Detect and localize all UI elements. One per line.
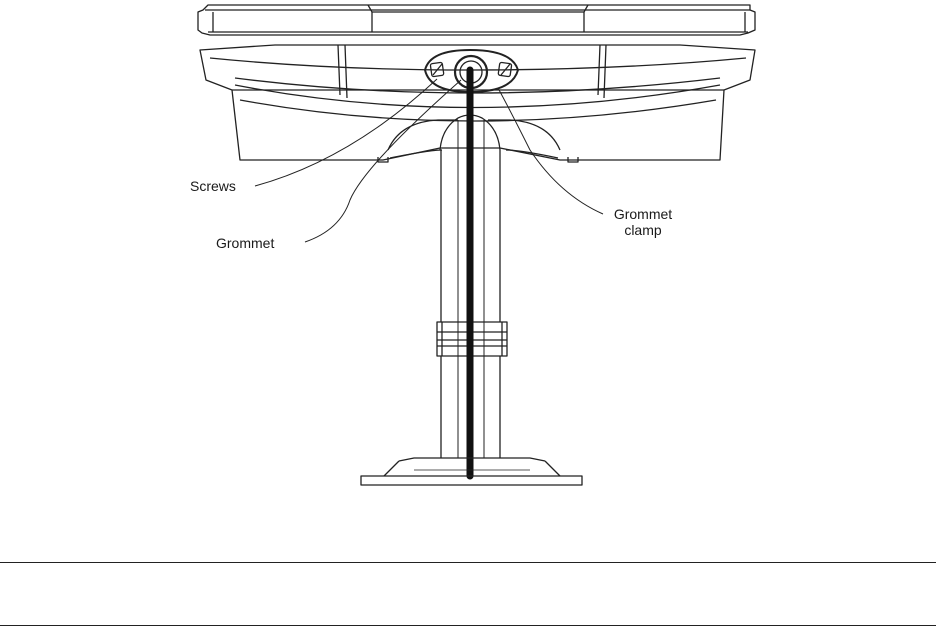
- grommet-clamp-label: Grommet clamp: [607, 206, 679, 238]
- screws-label: Screws: [190, 178, 236, 194]
- divider-top: [0, 562, 936, 563]
- grommet-clamp-label-line1: Grommet: [607, 206, 679, 222]
- divider-bottom: [0, 625, 936, 626]
- screws-leader: [255, 79, 437, 186]
- display-housing: [198, 5, 755, 35]
- grommet-label: Grommet: [216, 235, 274, 251]
- grommet-clamp-label-line2: clamp: [607, 222, 679, 238]
